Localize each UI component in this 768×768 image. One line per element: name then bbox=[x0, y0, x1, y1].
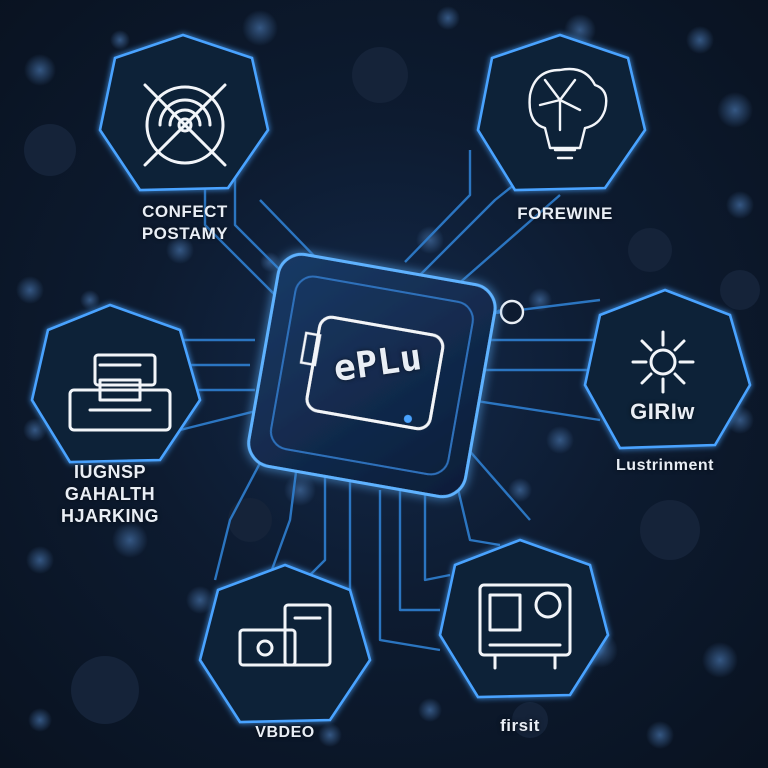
radar-target-icon bbox=[143, 83, 227, 167]
node-label-top-left: CONFECT POSTAMY bbox=[141, 202, 229, 243]
gear-burst-icon bbox=[631, 330, 695, 394]
node-label-top-right: FOREWINE bbox=[517, 204, 613, 223]
node-label-bottom-right: firsit bbox=[500, 716, 540, 735]
printer-icon bbox=[68, 353, 172, 432]
node-frame-bottom-right bbox=[438, 538, 610, 699]
node-badge-mid-right: GIRIw bbox=[630, 399, 695, 424]
devices-icon bbox=[238, 603, 332, 667]
machine-icon bbox=[478, 583, 572, 670]
brain-lightbulb-icon bbox=[528, 67, 608, 160]
node-frame-top-right bbox=[476, 33, 647, 192]
node-frame-top-left bbox=[98, 33, 270, 192]
node-label-bottom-left: VBDEO bbox=[255, 724, 315, 741]
connector-node bbox=[499, 299, 525, 325]
node-label-mid-left: IUGNSP GAHALTH HJARKING bbox=[60, 462, 159, 526]
node-frame-mid-right bbox=[583, 288, 752, 450]
node-label-mid-right: Lustrinment bbox=[616, 457, 714, 474]
